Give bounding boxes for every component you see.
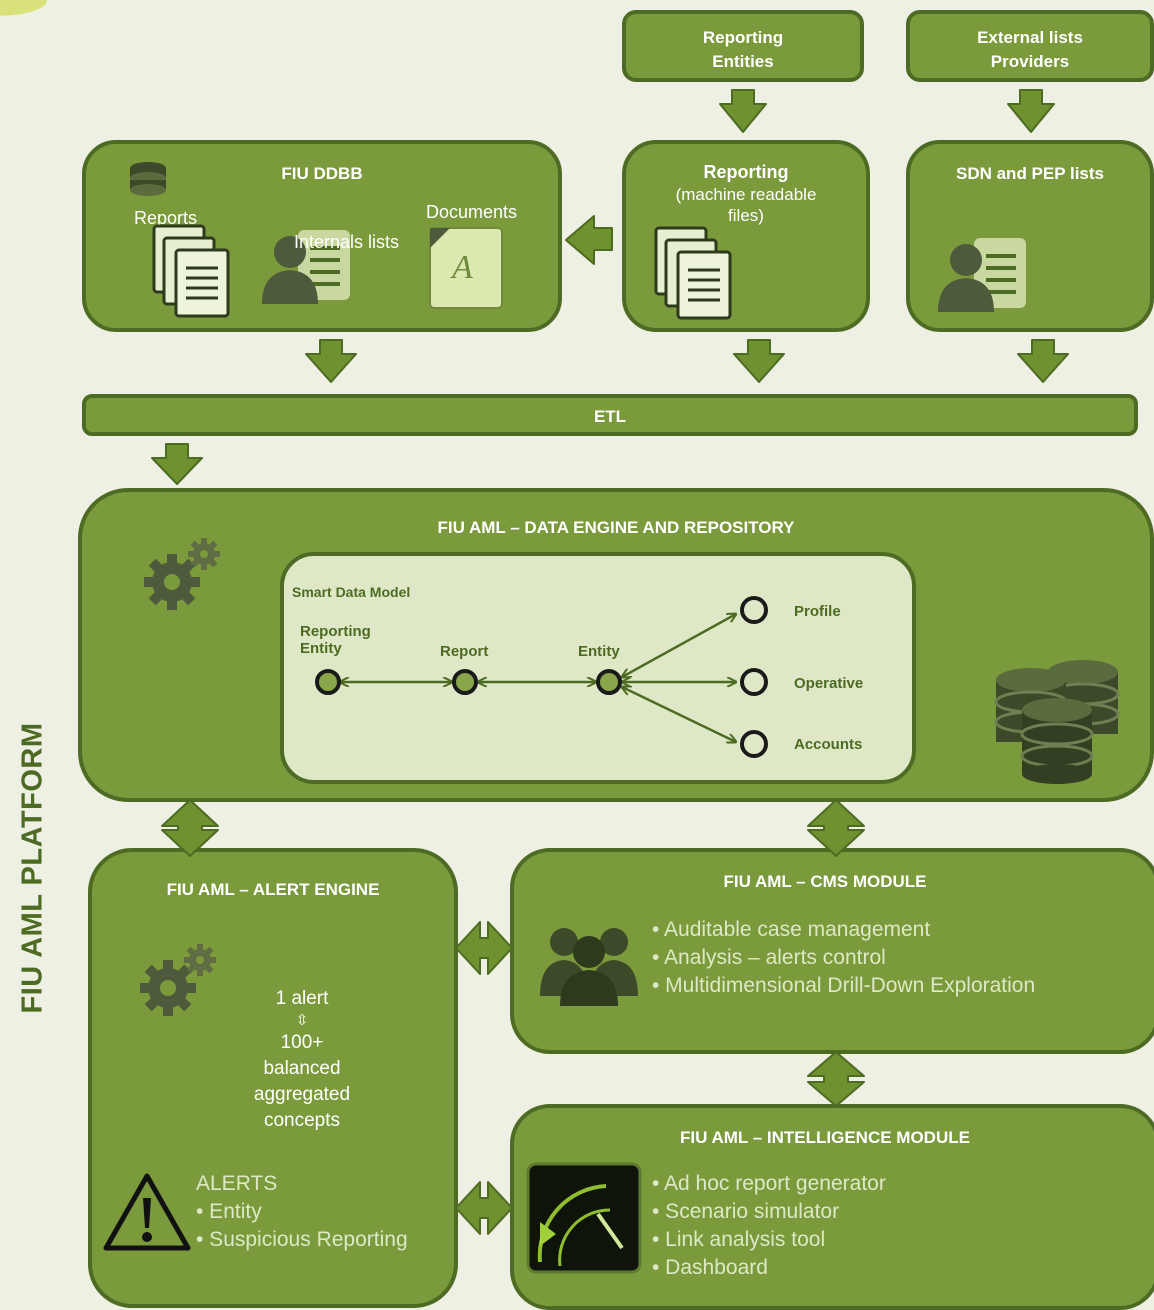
reporting-documents-icon: [654, 226, 732, 320]
arrow-down-reporting-etl: [733, 339, 785, 383]
arrow-down-external-lists: [1007, 89, 1055, 133]
intelligence-bullets: • Ad hoc report generator • Scenario sim…: [652, 1170, 886, 1282]
cms-bullet-2: • Analysis – alerts control: [652, 946, 886, 969]
node-report: [452, 669, 478, 695]
documents-stack-icon: [152, 224, 230, 318]
edge-entity-accounts: [622, 687, 736, 742]
external-lists-label: External lists Providers: [977, 28, 1083, 71]
intelligence-module-box: FIU AML – INTELLIGENCE MODULE • Ad hoc r…: [510, 1104, 1154, 1310]
gears-icon: [144, 538, 220, 610]
alert-line1: 1 alert: [275, 988, 329, 1009]
dashboard-gauge-icon: [526, 1162, 642, 1274]
intelligence-bullet-1: • Ad hoc report generator: [652, 1172, 886, 1195]
users-group-icon: [540, 928, 638, 1006]
svg-text:A: A: [450, 249, 473, 286]
alert-line2: 100+ balanced aggregated concepts: [253, 1032, 351, 1131]
arrow-leftright-alert-cms: [455, 921, 513, 975]
cms-bullets: • Auditable case management • Analysis –…: [652, 916, 1035, 1000]
alert-engine-box: FIU AML – ALERT ENGINE 1 alert ⇳ 100+ ba…: [88, 848, 458, 1308]
reporting-box: Reporting (machine readable files): [622, 140, 870, 332]
node-operative: [740, 668, 768, 696]
node-entity: [596, 669, 622, 695]
cms-bullet-3: • Multidimensional Drill-Down Exploratio…: [652, 974, 1036, 997]
node-accounts: [740, 730, 768, 758]
edge-entity-profile: [622, 614, 736, 677]
cms-module-box: FIU AML – CMS MODULE • Auditable case ma…: [510, 848, 1154, 1054]
alert-item-entity: • Entity: [196, 1200, 262, 1223]
label-operative: Operative: [794, 675, 863, 692]
arrow-down-sdn-etl: [1017, 339, 1069, 383]
smart-data-model-panel: Smart Data Model Re: [280, 552, 916, 784]
corner-decoration: [0, 0, 60, 20]
arrow-leftright-alert-intelligence: [455, 1181, 513, 1235]
alert-gears-icon: [140, 944, 216, 1016]
etl-label: ETL: [593, 407, 627, 426]
cms-bullet-1: • Auditable case management: [652, 918, 931, 941]
label-entity: Entity: [578, 643, 620, 660]
data-engine-box: FIU AML – DATA ENGINE AND REPOSITORY Sma…: [78, 488, 1154, 802]
label-profile: Profile: [794, 603, 841, 620]
alert-engine-title: FIU AML – ALERT ENGINE: [166, 880, 380, 899]
reporting-title: Reporting: [703, 162, 789, 182]
document-icon: A: [429, 227, 503, 309]
label-accounts: Accounts: [794, 736, 862, 753]
alert-item-suspicious-reporting: • Suspicious Reporting: [196, 1228, 408, 1251]
intelligence-bullet-4: • Dashboard: [652, 1256, 768, 1279]
platform-title: FIU AML PLATFORM: [16, 722, 49, 1014]
cms-title: FIU AML – CMS MODULE: [723, 872, 927, 891]
documents-label: Documents: [426, 202, 518, 222]
reports-label: Reports: [134, 208, 198, 228]
sdn-pep-title: SDN and PEP lists: [955, 164, 1104, 183]
database-icon: [130, 162, 166, 196]
data-engine-title: FIU AML – DATA ENGINE AND REPOSITORY: [437, 518, 795, 537]
sdn-pep-box: SDN and PEP lists: [906, 140, 1154, 332]
arrow-updown-cms-intelligence: [807, 1051, 865, 1107]
arrow-down-reporting-entities: [719, 89, 767, 133]
smart-data-model-title: Smart Data Model: [292, 584, 411, 600]
internals-label: Internals lists: [294, 232, 400, 252]
alerts-list: ALERTS • Entity • Suspicious Reporting: [196, 1170, 408, 1254]
intelligence-title: FIU AML – INTELLIGENCE MODULE: [680, 1128, 970, 1147]
etl-bar: ETL: [82, 394, 1138, 436]
reporting-entities-box: Reporting Entities: [622, 10, 864, 82]
label-report: Report: [440, 643, 488, 660]
repository-database-icon: [994, 660, 1120, 784]
reporting-entities-label: Reporting Entities: [702, 28, 784, 71]
arrow-down-etl-engine: [151, 443, 203, 485]
alert-arrow: ⇳: [295, 1012, 309, 1029]
reporting-subtitle: (machine readable files): [675, 185, 817, 225]
fiu-ddbb-box: FIU DDBB Reports Internals lists Documen…: [82, 140, 562, 332]
arrow-left-to-ddbb: [565, 215, 613, 265]
node-reporting-entity: [315, 669, 341, 695]
arrow-down-ddbb-etl: [305, 339, 357, 383]
alert-summary: 1 alert ⇳ 100+ balanced aggregated conce…: [202, 986, 402, 1134]
internal-list-icon: [262, 230, 350, 304]
fiu-ddbb-title: FIU DDBB: [281, 164, 363, 183]
node-profile: [740, 596, 768, 624]
intelligence-bullet-2: • Scenario simulator: [652, 1200, 840, 1223]
warning-icon: [103, 1173, 191, 1251]
alerts-title: ALERTS: [196, 1172, 278, 1195]
intelligence-bullet-3: • Link analysis tool: [652, 1228, 826, 1251]
list-person-icon: [938, 238, 1026, 312]
external-lists-box: External lists Providers: [906, 10, 1154, 82]
